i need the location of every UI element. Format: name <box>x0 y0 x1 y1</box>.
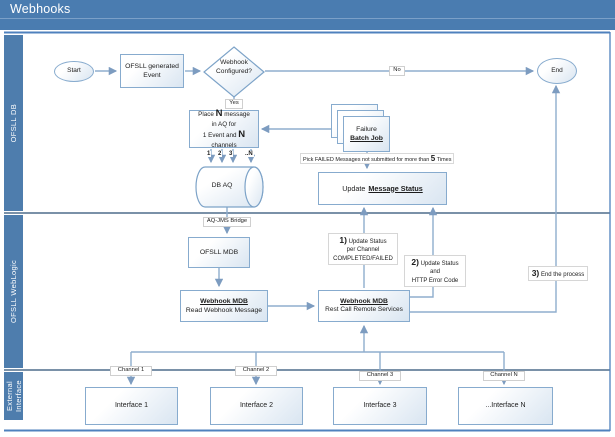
yes-label: Yes <box>225 99 243 109</box>
queue-label-n: ..N <box>244 151 254 157</box>
interface-1-box: Interface 1 <box>85 387 178 425</box>
update-message-status-box: Update Message Status <box>318 172 447 205</box>
interface-3-box: Interface 3 <box>333 387 427 425</box>
queue-label-2: 2 <box>217 151 223 157</box>
no-label: No <box>389 66 405 76</box>
decision-diamond-shape <box>203 46 265 98</box>
annotation-1: 1) Update Status per Channel COMPLETED/F… <box>328 233 398 265</box>
queue-label-3: 3 <box>228 151 234 157</box>
connector-3-end-process <box>410 84 561 313</box>
db-aq-cylinder <box>195 166 264 208</box>
interface-2-box: Interface 2 <box>210 387 303 425</box>
annotation-2: 2) Update Status and HTTP Error Code <box>404 255 466 287</box>
aq-jms-bridge-label: AQ-JMS Bridge <box>203 217 251 227</box>
decision-label: Webhook Configured? <box>216 59 252 75</box>
channel-n-label: Channel N <box>483 371 525 381</box>
end-node: End <box>537 58 577 84</box>
annotation-3: 3) End the process <box>528 266 588 282</box>
interface-n-box: ...Interface N <box>458 387 553 425</box>
page-title: Webhooks <box>10 2 71 16</box>
lane-label-ofsll-db: OFSLL DB <box>4 35 23 211</box>
failure-batch-job-box: Failure Batch Job <box>343 116 390 152</box>
channel-1-label: Channel 1 <box>110 366 152 376</box>
queue-label-1: 1 <box>206 151 212 157</box>
lane-label-external-interface: External Interface <box>4 372 23 420</box>
webhook-mdb-read-box: Webhook MDB Read Webhook Message <box>180 290 268 322</box>
title-bar: Webhooks <box>0 0 615 30</box>
event-box: OFSLL generated Event <box>120 54 184 88</box>
webhook-mdb-rest-box: Webhook MDB Rest Call Remote Services <box>318 290 410 322</box>
db-aq-label: DB AQ <box>211 182 233 189</box>
ofsll-mdb-box: OFSLL MDB <box>188 237 250 268</box>
channel-3-label: Channel 3 <box>359 371 401 381</box>
channel-drop-arrows <box>126 352 509 386</box>
pick-failed-label: Pick FAILED Messages not submitted for m… <box>300 153 455 164</box>
start-node: Start <box>54 61 94 82</box>
place-message-box: Place N message in AQ for 1 Event and N … <box>189 108 259 149</box>
channel-2-label: Channel 2 <box>235 366 277 376</box>
connector-2-update-status <box>410 206 438 298</box>
lane-label-ofsll-weblogic: OFSLL WebLogic <box>4 215 23 368</box>
